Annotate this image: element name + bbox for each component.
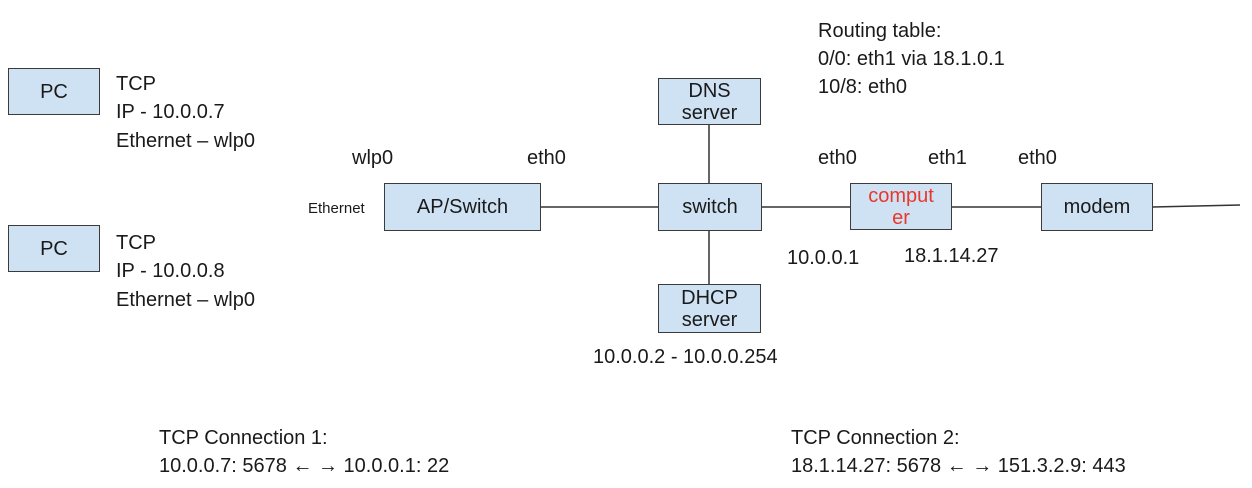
tcp-connection-1-title: TCP Connection 1: [159, 427, 328, 449]
dhcp-server-label: DHCP server [681, 286, 738, 331]
eth0-label-ap: eth0 [527, 147, 566, 169]
tcp-connection-2-title: TCP Connection 2: [791, 427, 960, 449]
pc-1-box[interactable]: PC [8, 68, 100, 115]
computer-label: comput er [868, 185, 934, 229]
pc-2-label: PC [40, 237, 68, 260]
tcp-connection-2-detail: 18.1.14.27: 5678 ← → 151.3.2.9: 443 [791, 455, 1126, 477]
dns-server-label: DNS server [681, 79, 738, 124]
routing-table-row: 0/0: eth1 via 18.1.0.1 [818, 48, 1005, 70]
ethernet-label: Ethernet [308, 200, 365, 217]
pc-1-iface: Ethernet – wlp0 [116, 130, 255, 152]
wlp0-label: wlp0 [352, 147, 394, 169]
pc-2-iface: Ethernet – wlp0 [116, 289, 255, 311]
dns-server-node[interactable]: DNS server [658, 78, 761, 125]
tcp-connection-1-detail: 10.0.0.7: 5678 ← → 10.0.0.1: 22 [159, 455, 450, 477]
dhcp-range-label: 10.0.0.2 - 10.0.0.254 [593, 346, 778, 368]
computer-wan-ip: 18.1.14.27 [904, 245, 999, 267]
switch-label: switch [682, 196, 738, 218]
dhcp-server-node[interactable]: DHCP server [658, 284, 761, 333]
pc-1-protocol: TCP [116, 73, 156, 95]
routing-table-title: Routing table: [818, 20, 942, 42]
pc-1-ip: IP - 10.0.0.7 [116, 101, 225, 123]
routing-table-row: 10/8: eth0 [818, 76, 907, 98]
pc-1-label: PC [40, 80, 68, 103]
computer-node[interactable]: comput er [850, 183, 952, 230]
link-modem-internet [1152, 204, 1241, 208]
eth0-label-modem: eth0 [1018, 147, 1057, 169]
computer-lan-ip: 10.0.0.1 [787, 247, 860, 269]
pc-2-protocol: TCP [116, 232, 156, 254]
ap-switch-node[interactable]: AP/Switch [384, 183, 541, 231]
modem-label: modem [1063, 196, 1131, 218]
modem-node[interactable]: modem [1041, 183, 1153, 231]
eth1-label-computer: eth1 [928, 147, 967, 169]
pc-2-box[interactable]: PC [8, 225, 100, 272]
ap-switch-label: AP/Switch [416, 196, 509, 218]
eth0-label-computer: eth0 [818, 147, 857, 169]
switch-node[interactable]: switch [658, 183, 762, 231]
pc-2-ip: IP - 10.0.0.8 [116, 260, 225, 282]
